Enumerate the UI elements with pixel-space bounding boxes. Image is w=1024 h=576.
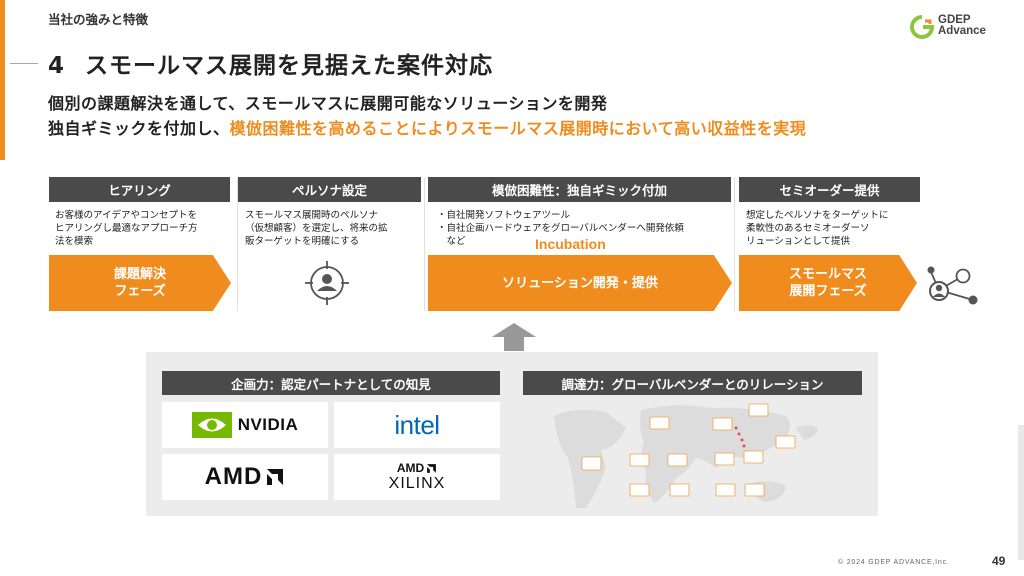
desc-line: 想定したペルソナをターゲットに [746, 210, 889, 221]
amd-wordmark: AMD [204, 463, 263, 490]
flow-header-persona: ペルソナ設定 [238, 177, 421, 202]
persona-target-icon [305, 261, 349, 305]
desc-line: 販ターゲットを明確にする [245, 236, 360, 247]
arrow-line: スモールマス [788, 267, 867, 282]
subtitle-line2-highlight: 模倣困難性を高めることによりスモールマス展開時において高い収益性を実現 [229, 119, 807, 138]
flow-header-semi-order: セミオーダー提供 [739, 177, 920, 202]
title-text: スモールマス展開を見据えた案件対応 [85, 53, 494, 79]
desc-line: 柔軟性のあるセミオーダーソ [746, 223, 870, 234]
scrollbar[interactable] [1018, 425, 1024, 560]
company-logo: GDEP Advance [910, 14, 1010, 41]
desc-line: お客様のアイデアやコンセプトを [55, 210, 198, 221]
desc-line: リューションとして提供 [746, 236, 851, 247]
flow-desc-gimmick: ・自社開発ソフトウェアツール ・自社企画ハードウェアをグローバルベンダーへ開発依… [437, 209, 684, 248]
desc-line: （仮想顧客）を選定し、将来の拡 [245, 223, 388, 234]
amd-arrow-icon [267, 469, 284, 485]
logo-line2: Advance [938, 25, 986, 37]
amd-xilinx-logo: AMD XILINX [334, 454, 500, 500]
section-label: 当社の強みと特徴 [48, 12, 149, 27]
desc-line: ・自社開発ソフトウェアツール [437, 210, 571, 221]
nvidia-logo: NVIDIA [162, 402, 328, 448]
desc-line: など [437, 236, 466, 247]
column-divider [424, 178, 425, 311]
title-number: 4 [48, 53, 66, 79]
title-rule [10, 63, 38, 64]
copyright: © 2024 GDEP ADVANCE,Inc. [838, 559, 950, 566]
incubation-label: Incubation [535, 236, 606, 252]
subtitle-line2: 独自ギミックを付加し、模倣困難性を高めることによりスモールマス展開時において高い… [48, 115, 806, 139]
network-people-icon [927, 266, 978, 305]
phase-arrow-small-mass: スモールマス 展開フェーズ [739, 255, 917, 311]
intel-wordmark: intel [394, 409, 440, 440]
arrow-label: ソリューション開発・提供 [502, 275, 658, 291]
desc-line: 法を模索 [55, 236, 94, 247]
column-divider [237, 178, 238, 311]
accent-bar [0, 0, 5, 160]
up-arrow-icon [492, 323, 536, 351]
intel-logo: intel [334, 402, 500, 448]
logo-text: GDEP Advance [938, 14, 986, 37]
world-map-vendors [554, 403, 818, 508]
subtitle-line2-plain: 独自ギミックを付加し、 [48, 119, 230, 138]
phase-arrow-solution: ソリューション開発・提供 [428, 255, 732, 311]
desc-line: ・自社企画ハードウェアをグローバルベンダーへ開発依頼 [437, 223, 684, 234]
desc-line: ヒアリングし最適なアプローチ方 [55, 223, 198, 234]
page-number: 49 [992, 554, 1006, 568]
phase-arrow-problem-solving: 課題解決 フェーズ [49, 255, 231, 311]
flow-header-gimmick: 模倣困難性：独自ギミック付加 [428, 177, 731, 202]
page-title: 4 スモールマス展開を見据えた案件対応 [48, 46, 493, 80]
planning-header: 企画力：認定パートナとしての知見 [162, 371, 500, 395]
arrow-line: フェーズ [114, 284, 166, 299]
flow-desc-semi-order: 想定したペルソナをターゲットに 柔軟性のあるセミオーダーソ リューションとして提… [746, 209, 889, 248]
column-divider [734, 178, 735, 311]
flow-desc-persona: スモールマス展開時のペルソナ （仮想顧客）を選定し、将来の拡 販ターゲットを明確… [245, 209, 388, 248]
gdep-logo-icon [910, 15, 935, 39]
procurement-header: 調達力：グローバルベンダーとのリレーション [523, 371, 862, 395]
arrow-line: 展開フェーズ [789, 284, 867, 299]
nvidia-eye-icon [191, 412, 232, 438]
amd-logo: AMD [162, 454, 328, 500]
amd-xilinx-bottom: XILINX [388, 475, 446, 492]
flow-desc-hearing: お客様のアイデアやコンセプトを ヒアリングし最適なアプローチ方 法を模索 [55, 209, 198, 248]
nvidia-wordmark: NVIDIA [237, 415, 299, 434]
desc-line: スモールマス展開時のペルソナ [245, 210, 379, 221]
amd-arrow-icon [427, 463, 437, 473]
logo-line1: GDEP [938, 14, 971, 26]
subtitle-line1: 個別の課題解決を通して、スモールマスに展開可能なソリューションを開発 [48, 94, 608, 113]
amd-xilinx-top: AMD [396, 461, 425, 475]
arrow-line: 課題解決 [113, 267, 166, 282]
flow-header-hearing: ヒアリング [49, 177, 230, 202]
